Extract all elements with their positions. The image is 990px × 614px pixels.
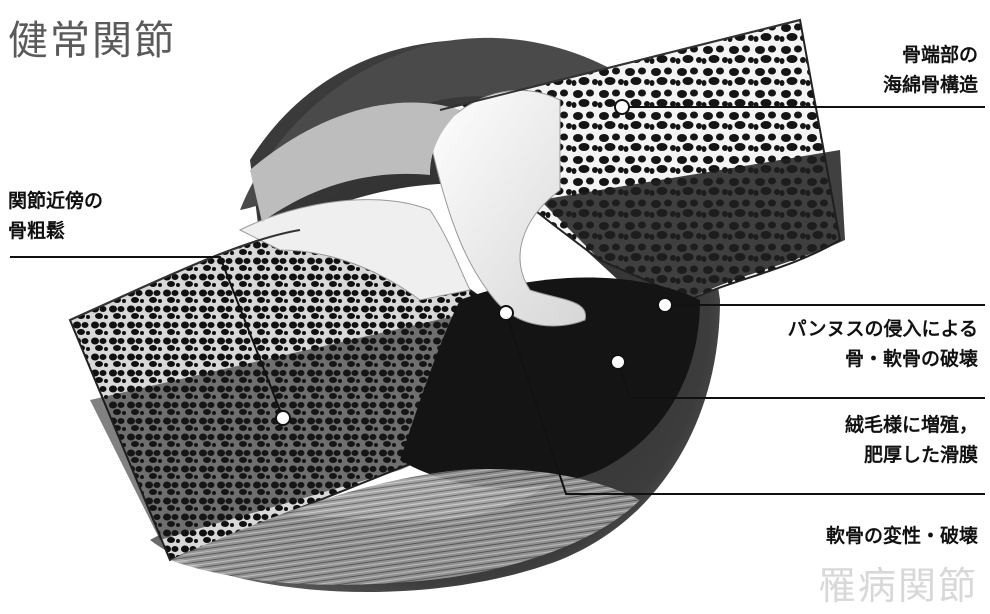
callout-synovial-hyperplasia: 絨毛様に増殖， 肥厚した滑膜 (845, 410, 978, 470)
callout-line: 肥厚した滑膜 (845, 440, 978, 470)
callout-pannus-destruction: パンヌスの侵入による 骨・軟骨の破壊 (788, 314, 978, 374)
callout-line: 骨・軟骨の破壊 (788, 344, 978, 374)
callout-line: 絨毛様に増殖， (845, 410, 978, 440)
callout-line: パンヌスの侵入による (788, 314, 978, 344)
callout-line: 軟骨の変性・破壊 (826, 521, 978, 551)
title-healthy-joint: 健常関節 (8, 8, 176, 66)
callout-line: 海綿骨構造 (883, 70, 978, 100)
callout-line: 骨端部の (883, 40, 978, 70)
callout-periarticular-osteoporosis: 関節近傍の 骨粗鬆 (8, 186, 103, 246)
title-diseased-joint: 罹病関節 (818, 555, 978, 610)
callout-cartilage-degeneration: 軟骨の変性・破壊 (826, 521, 978, 551)
callout-cancellous-bone: 骨端部の 海綿骨構造 (883, 40, 978, 100)
callout-line: 骨粗鬆 (8, 216, 103, 246)
callout-line: 関節近傍の (8, 186, 103, 216)
